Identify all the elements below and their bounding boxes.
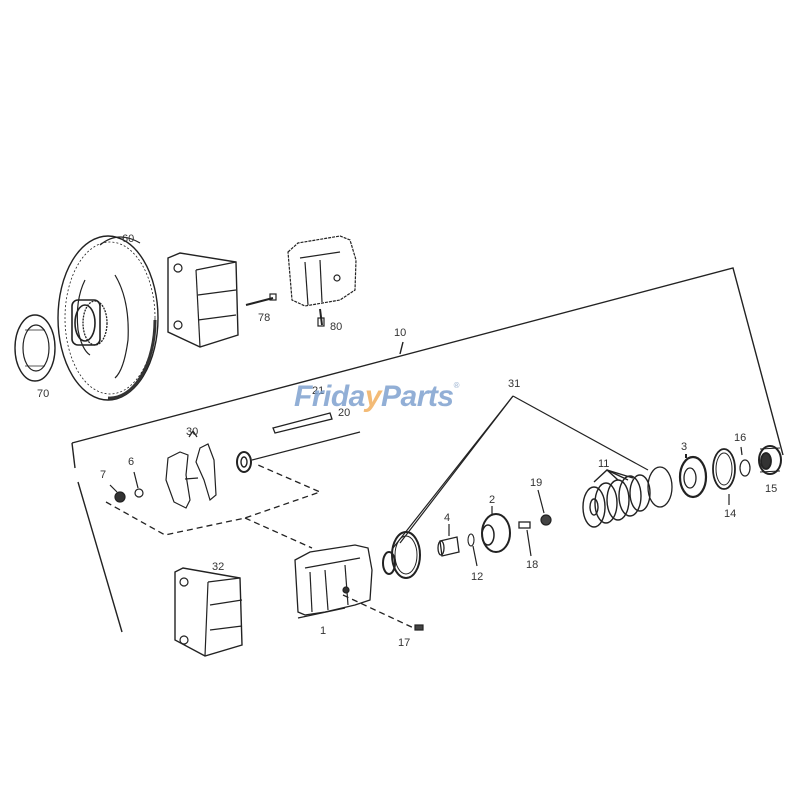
label-11: 11: [598, 458, 610, 470]
label-18: 18: [526, 559, 539, 571]
disc-springs-11: [582, 469, 651, 528]
dashed-guide-lines: [105, 464, 419, 631]
sleeve-4: [437, 524, 460, 557]
label-2: 2: [489, 494, 496, 506]
watermark-text-friday: Frida: [294, 380, 365, 413]
label-20: 20: [338, 407, 351, 419]
label-80: 80: [330, 321, 343, 333]
o-ring-large: [647, 466, 673, 508]
label-17: 17: [398, 637, 411, 649]
adjuster-15: [758, 445, 782, 475]
label-1: 1: [320, 625, 327, 637]
label-14: 14: [724, 508, 737, 520]
cap-6: [133, 471, 144, 498]
bracket-top: [167, 252, 239, 348]
nut-7: [109, 484, 126, 503]
watermark-logo: FridayParts®: [294, 380, 460, 413]
watermark-text-parts: Parts: [381, 380, 454, 413]
assembly-frame-lines: [71, 267, 784, 633]
seal-ring: [236, 431, 361, 473]
caliper-1: [294, 544, 373, 619]
piston-2: [481, 506, 511, 553]
seal-large: [391, 531, 421, 579]
bearing-3: [678, 454, 708, 499]
bolt-78: [245, 293, 277, 306]
brake-pads-30: [165, 429, 217, 509]
label-3: 3: [681, 441, 688, 453]
label-21: 21: [312, 385, 325, 397]
registered-mark: ®: [453, 381, 460, 390]
label-78: 78: [258, 312, 271, 324]
brake-disc-60: [57, 235, 159, 401]
seal-small: [382, 551, 396, 575]
leader-31: [392, 395, 649, 549]
label-30: 30: [186, 426, 199, 438]
label-70: 70: [37, 388, 50, 400]
label-12: 12: [471, 571, 484, 583]
label-6: 6: [128, 456, 135, 468]
label-10: 10: [394, 327, 407, 339]
cap-19: [537, 489, 552, 526]
hub-ring-70: [14, 314, 56, 382]
ring-14: [712, 448, 736, 505]
watermark-check-y: y: [364, 380, 382, 413]
label-7: 7: [100, 469, 107, 481]
label-4: 4: [444, 512, 451, 524]
bracket-32: [174, 567, 243, 657]
screw-17: [414, 624, 424, 631]
label-60: 60: [122, 233, 135, 245]
bolt-20: [272, 412, 333, 434]
o-ring-12: [467, 533, 478, 567]
label-15: 15: [765, 483, 778, 495]
pin-18: [518, 521, 532, 557]
label-32: 32: [212, 561, 225, 573]
ring-16: [739, 446, 751, 477]
label-19: 19: [530, 477, 543, 489]
label-16: 16: [734, 432, 747, 444]
caliper-top: [287, 235, 357, 327]
label-31: 31: [508, 378, 521, 390]
